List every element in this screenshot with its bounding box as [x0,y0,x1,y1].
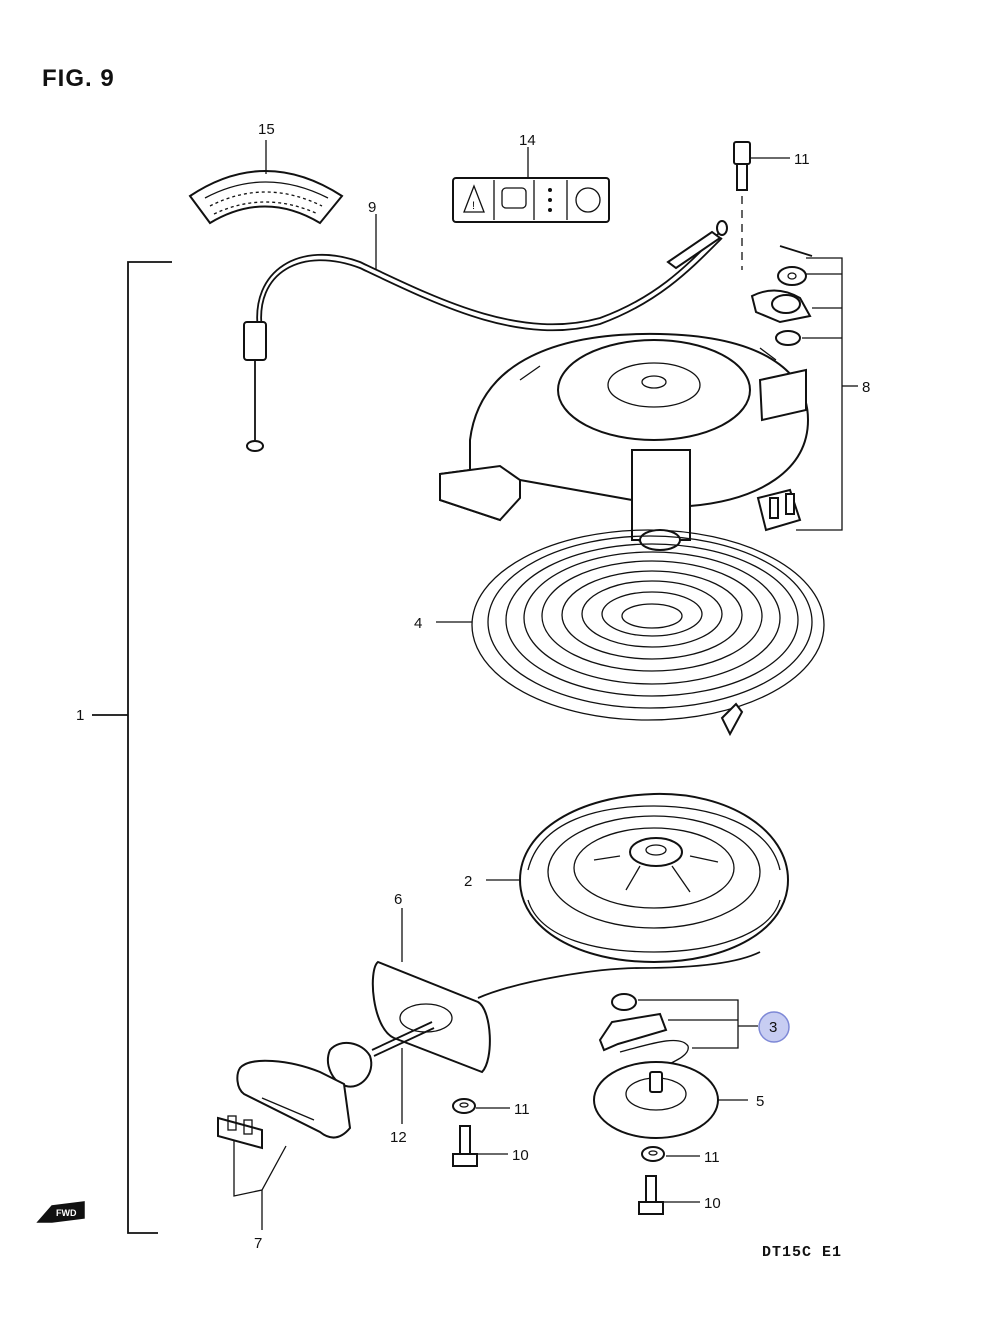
part-15-decal[interactable] [188,140,344,225]
svg-text:!: ! [472,200,475,212]
callout-7[interactable]: 7 [254,1235,262,1252]
part-7-clip[interactable] [217,1115,287,1230]
part-4-spring[interactable] [436,529,825,737]
part-11-nut-left[interactable] [452,1098,510,1114]
part-9-cable[interactable] [243,214,728,452]
fwd-arrow-icon: FWD [36,1201,85,1223]
callout-10-right[interactable]: 10 [704,1195,721,1212]
part-2-reel[interactable] [486,792,790,964]
part-10-bolt-left[interactable] [452,1125,508,1167]
callout-9[interactable]: 9 [368,199,376,216]
callout-6[interactable]: 6 [394,891,402,908]
callout-8[interactable]: 8 [862,379,870,396]
part-14-warning-label[interactable]: ! [452,147,610,223]
fwd-label: FWD [56,1208,77,1218]
callout-4[interactable]: 4 [414,615,422,632]
callout-11-right[interactable]: 11 [704,1149,720,1166]
callout-2[interactable]: 2 [464,873,472,890]
callout-3-highlight [758,1011,790,1043]
callout-1[interactable]: 1 [76,707,84,724]
part-10-bolt-right[interactable] [638,1175,700,1215]
callout-5[interactable]: 5 [756,1093,764,1110]
model-code: DT15C E1 [762,1244,842,1261]
assembly-bracket [92,261,172,1234]
callout-12[interactable]: 11 [794,151,810,168]
callout-3[interactable]: 3 [769,1019,777,1036]
callout-15[interactable]: 15 [258,121,275,138]
part-12-bolt[interactable] [733,141,790,270]
callout-10-left[interactable]: 10 [512,1147,529,1164]
part-13-rope-handle[interactable] [236,1021,435,1139]
callout-13[interactable]: 12 [390,1129,407,1146]
starter-housing [439,332,810,551]
figure-title: FIG. 9 [42,65,115,92]
part-8-hardware-set[interactable] [750,245,858,532]
callout-11-left[interactable]: 11 [514,1101,530,1118]
part-6-rope-guide[interactable] [371,908,491,1074]
callout-14[interactable]: 14 [519,132,536,149]
starter-rope [477,951,761,999]
part-11-nut-right[interactable] [641,1146,700,1162]
part-5-plate[interactable] [593,1061,748,1139]
